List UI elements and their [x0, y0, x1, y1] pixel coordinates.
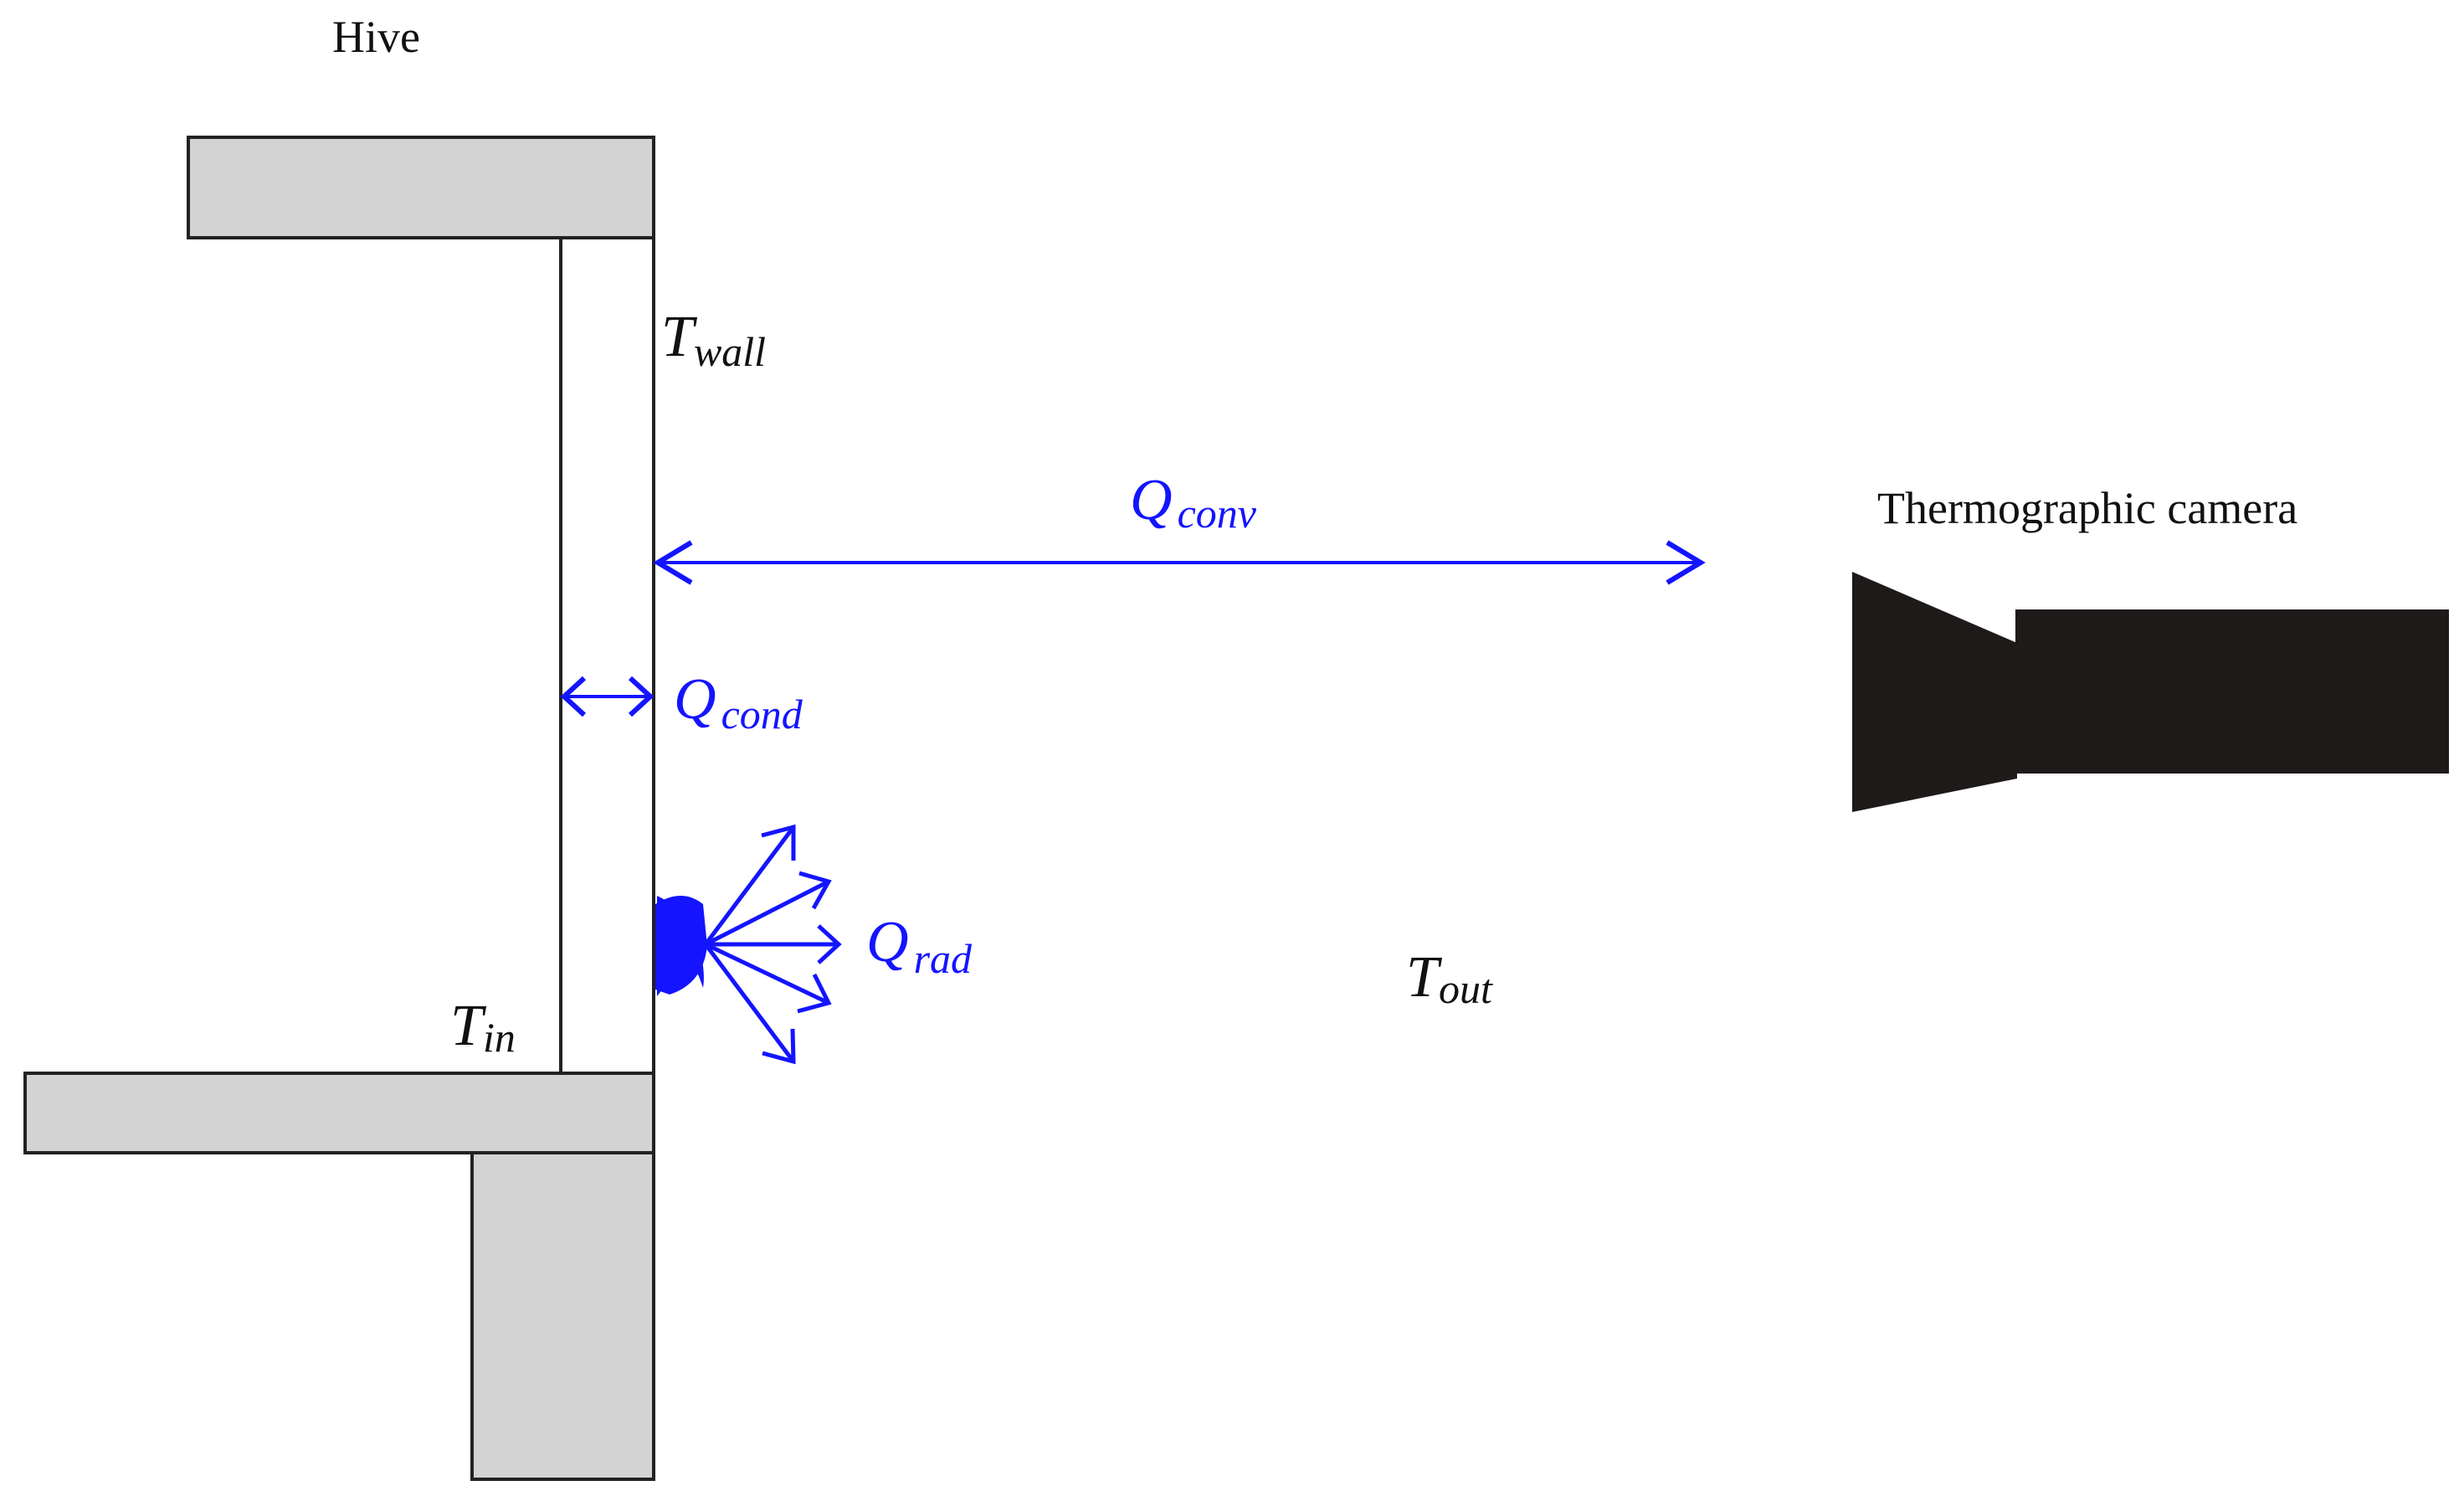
radiation-arrow: [704, 825, 795, 946]
radiation-arrowhead: [762, 1028, 796, 1065]
radiation-arrowhead: [797, 973, 832, 1014]
radiation-arrows: [704, 824, 842, 1065]
t-out-symbol: T: [1406, 945, 1443, 1010]
camera-label: Thermographic camera: [1877, 483, 2297, 533]
conduction-arrowhead-left: [560, 676, 587, 717]
q-conv-symbol: Q: [1130, 468, 1173, 532]
hive-structure: [23, 136, 655, 1481]
q-conv-subscript: conv: [1178, 490, 1257, 537]
hive-label: Hive: [332, 12, 420, 62]
q-rad-symbol: Q: [866, 910, 909, 974]
camera-body: [2015, 609, 2449, 774]
hive-roof: [187, 136, 655, 239]
t-in-subscript: in: [483, 1014, 516, 1061]
thermographic-camera-icon: [1852, 572, 2449, 812]
t-wall-symbol: T: [661, 305, 698, 369]
t-wall-subscript: wall: [694, 328, 766, 375]
convection-arrowhead-right: [1666, 540, 1706, 585]
radiation-source-shape: [655, 896, 707, 995]
convection-arrowhead-left: [653, 540, 693, 585]
q-cond-symbol: Q: [674, 667, 716, 732]
radiation-arrow: [704, 943, 795, 1063]
t-out-subscript: out: [1439, 965, 1493, 1012]
radiation-arrowhead: [817, 924, 842, 964]
radiation-arrowhead: [798, 871, 832, 910]
hive-wall: [559, 236, 655, 1075]
t-out-label: Tout: [1406, 945, 1493, 1012]
camera-lens: [1852, 572, 2017, 812]
radiation-arrow: [704, 942, 830, 1005]
t-in-symbol: T: [450, 994, 487, 1058]
q-cond-subscript: cond: [721, 691, 803, 738]
t-in-label: Tin: [450, 994, 516, 1061]
radiation-arrowhead: [761, 824, 796, 861]
radiation-arrow: [704, 879, 830, 947]
q-rad-subscript: rad: [914, 935, 973, 982]
hive-stand: [470, 1151, 655, 1481]
hive-floor: [23, 1072, 655, 1154]
t-wall-label: Twall: [661, 305, 766, 375]
conduction-arrowhead-right: [628, 676, 654, 717]
